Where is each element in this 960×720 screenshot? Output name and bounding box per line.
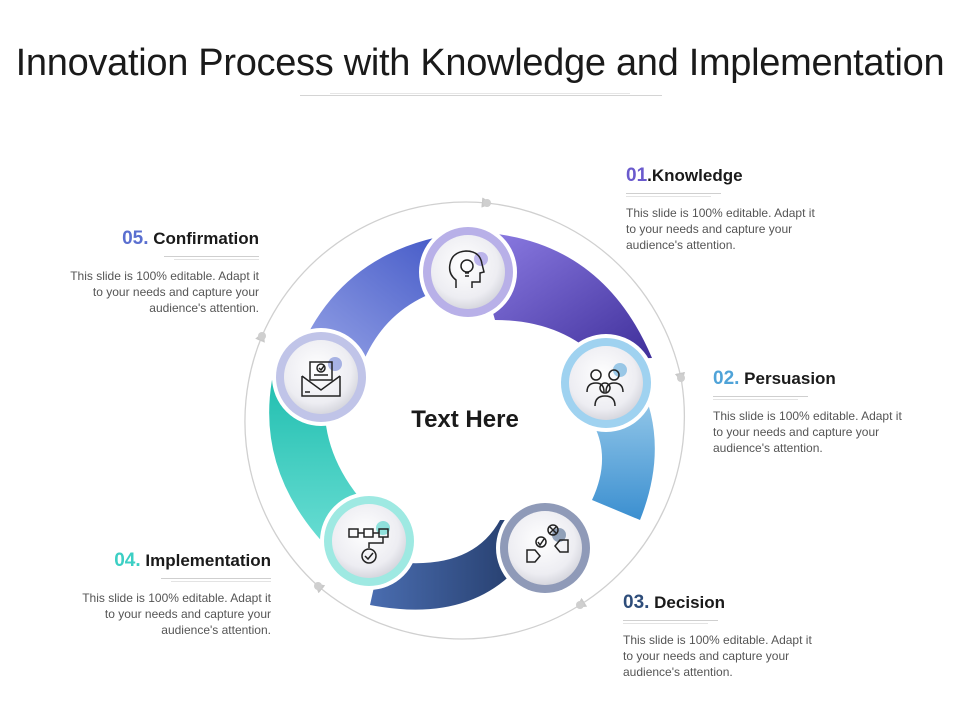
persuasion-number: 02. — [713, 368, 740, 389]
decision-number: 03. — [623, 592, 650, 613]
title-underline-secondary — [330, 93, 630, 94]
decision-hands-icon — [526, 524, 569, 563]
envelope-check-icon — [301, 361, 341, 397]
confirmation-number: 05. — [122, 228, 149, 249]
knowledge-title: Knowledge — [651, 166, 743, 185]
outer-guide-arcs — [244, 197, 686, 640]
guide-dots — [258, 199, 685, 609]
persuasion-heading: 02. Persuasion — [713, 368, 928, 390]
page-title: Innovation Process with Knowledge and Im… — [15, 42, 945, 84]
decision-description: This slide is 100% editable. Adapt it to… — [623, 633, 812, 679]
implementation-heading: 04. Implementation — [56, 550, 271, 572]
persuasion-description: This slide is 100% editable. Adapt it to… — [713, 409, 902, 455]
decision-heading: 03. Decision — [623, 592, 838, 614]
people-group-icon — [586, 369, 624, 407]
decision-underline — [623, 620, 718, 621]
implementation-underline — [161, 578, 271, 579]
knowledge-description: This slide is 100% editable. Adapt it to… — [626, 206, 815, 252]
label-persuasion: 02. Persuasion This slide is 100% editab… — [713, 368, 928, 456]
node-implementation[interactable] — [320, 492, 418, 590]
confirmation-heading: 05. Confirmation — [44, 228, 259, 250]
persuasion-title: Persuasion — [744, 369, 836, 388]
label-knowledge: 01.Knowledge This slide is 100% editable… — [626, 165, 841, 253]
decision-title: Decision — [654, 593, 726, 612]
knowledge-heading: 01.Knowledge — [626, 165, 743, 186]
implementation-title: Implementation — [145, 551, 271, 570]
workflow-check-icon — [348, 528, 389, 564]
node-persuasion[interactable] — [557, 334, 655, 432]
confirmation-underline — [164, 256, 259, 257]
node-confirmation[interactable] — [272, 328, 370, 426]
persuasion-underline — [713, 396, 808, 397]
node-decision[interactable] — [496, 499, 594, 597]
label-implementation: 04. Implementation This slide is 100% ed… — [56, 550, 271, 638]
knowledge-underline — [626, 193, 721, 194]
confirmation-title: Confirmation — [153, 229, 259, 248]
implementation-description: This slide is 100% editable. Adapt it to… — [82, 591, 271, 637]
node-knowledge[interactable] — [419, 223, 517, 321]
label-decision: 03. Decision This slide is 100% editable… — [623, 592, 838, 680]
confirmation-description: This slide is 100% editable. Adapt it to… — [70, 269, 259, 315]
brain-lightbulb-icon — [448, 250, 485, 288]
title-underline — [300, 95, 662, 96]
center-text: Text Here — [411, 406, 519, 433]
implementation-number: 04. — [114, 550, 141, 571]
knowledge-number: 01 — [626, 165, 648, 186]
label-confirmation: 05. Confirmation This slide is 100% edit… — [44, 228, 259, 316]
